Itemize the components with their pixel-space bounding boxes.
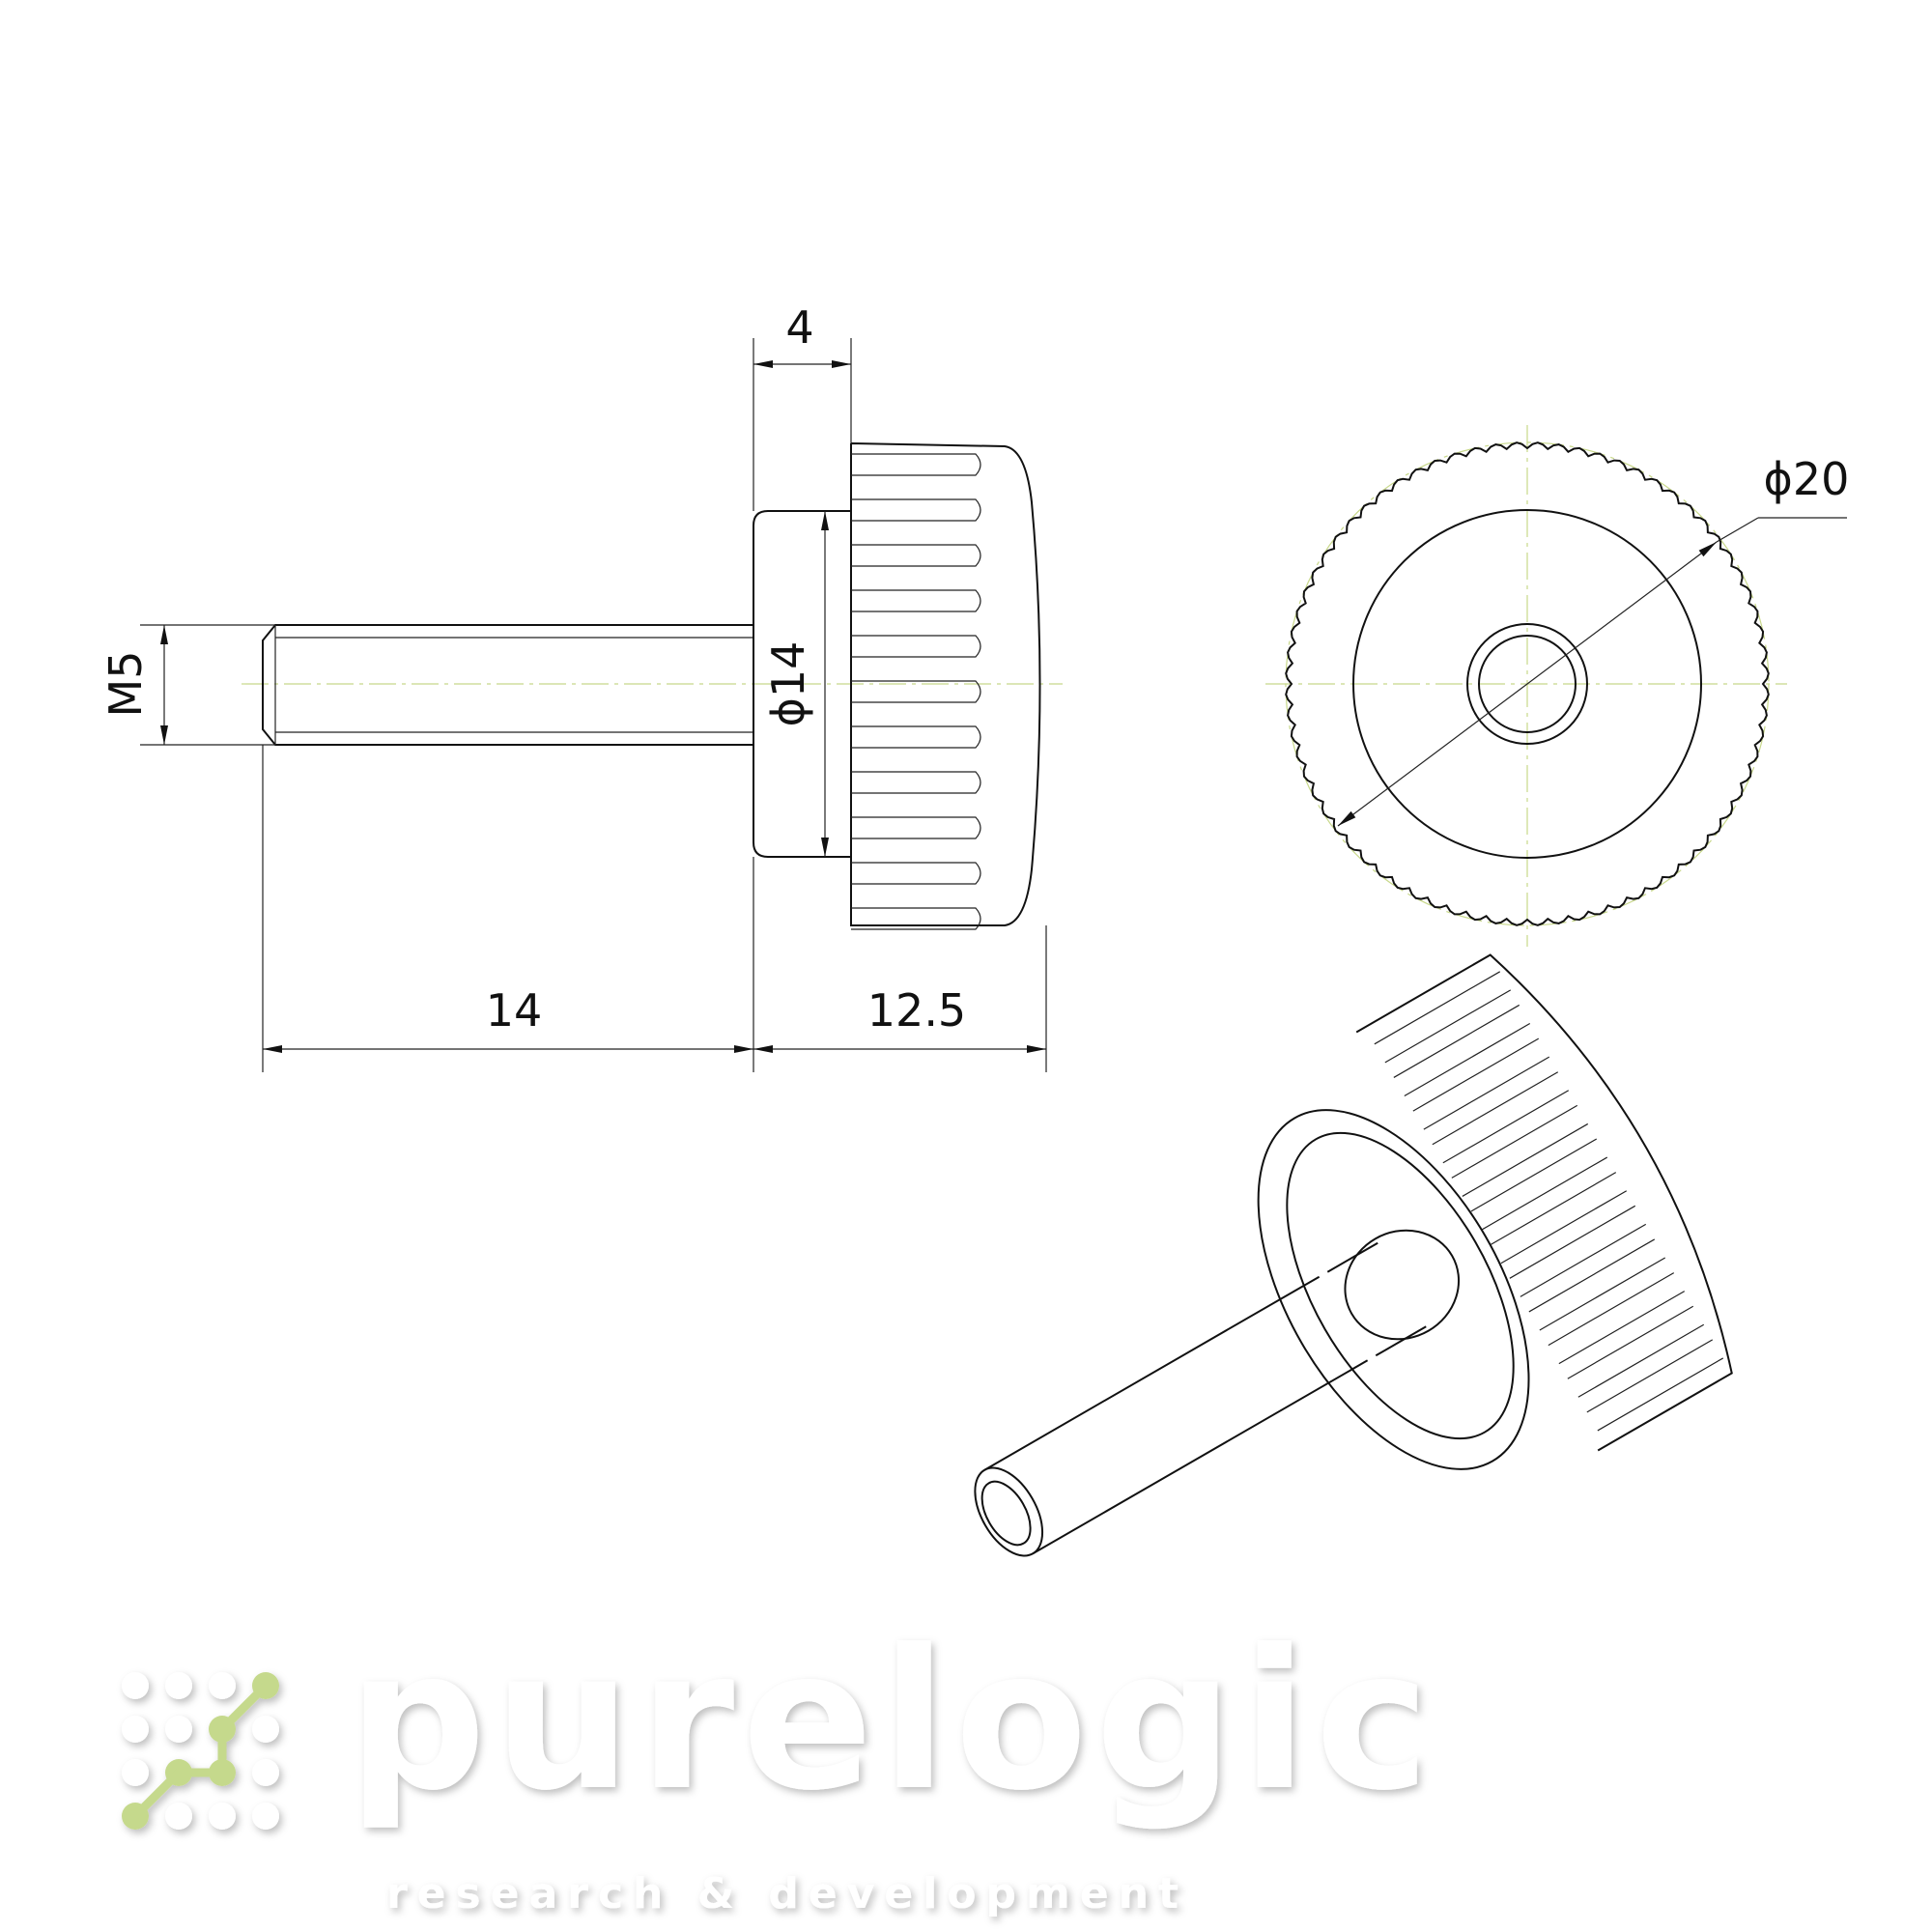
- iso-knurl-rib: [1567, 1305, 1705, 1398]
- logo-dot: [122, 1672, 149, 1699]
- iso-knurl-head: [1355, 953, 1733, 1452]
- dim-label-m5: M5: [99, 651, 152, 718]
- iso-knurl-rib: [1509, 1205, 1647, 1297]
- iso-shaft: [983, 1275, 1369, 1555]
- knurl-ribs: [851, 453, 981, 930]
- logo-icon: [122, 1672, 279, 1830]
- iso-knurl-rib: [1548, 1272, 1686, 1365]
- logo-dot: [252, 1716, 279, 1743]
- knurl-rib: [851, 498, 981, 522]
- iso-knurl-rib: [1451, 1104, 1589, 1197]
- dim-label-phi20: ϕ20: [1764, 453, 1850, 505]
- logo-line: [131, 1682, 270, 1820]
- logo-dot: [122, 1759, 149, 1786]
- knurl-outline: [1285, 441, 1770, 926]
- logo-dot: [122, 1716, 149, 1743]
- logo-dot: [209, 1672, 236, 1699]
- logo-dot: [165, 1672, 192, 1699]
- watermark-tagline: research & development: [386, 1869, 1188, 1918]
- iso-knurl-rib: [1586, 1339, 1724, 1432]
- knurl-rib: [851, 544, 981, 567]
- iso-collar-outer: [1257, 1109, 1530, 1470]
- dim-label-4: 4: [785, 301, 813, 354]
- collar: [753, 510, 851, 858]
- purelogic-watermark: purelogic research & development: [122, 1608, 1437, 1918]
- dimension-collar-diameter: ϕ14: [762, 511, 829, 857]
- logo-dot: [209, 1803, 236, 1830]
- side-view: [242, 442, 1063, 930]
- knurl-rib: [851, 589, 981, 612]
- dim-label-14: 14: [486, 984, 543, 1037]
- knurl-rib: [851, 680, 981, 703]
- knurl-rib: [851, 453, 981, 476]
- front-view: ϕ20: [1265, 425, 1849, 947]
- iso-knurl-rib: [1432, 1071, 1570, 1164]
- knurl-rib: [851, 635, 981, 658]
- logo-dot: [252, 1803, 279, 1830]
- iso-knurl-rib: [1490, 1172, 1628, 1264]
- knurl-rib: [851, 816, 981, 839]
- knurled-head: [850, 442, 1041, 926]
- dimension-head-width: 4: [753, 301, 852, 511]
- threaded-shaft: [262, 624, 754, 746]
- knurl-rib: [851, 725, 981, 749]
- iso-knurl-rib: [1374, 971, 1512, 1064]
- dimension-thread: M5: [99, 624, 275, 746]
- logo-dot: [165, 1716, 192, 1743]
- isometric-view: [974, 953, 1733, 1557]
- logo-dot: [165, 1803, 192, 1830]
- knurl-rib: [851, 907, 981, 930]
- dim-label-12-5: 12.5: [867, 984, 966, 1037]
- dimension-lengths: 14 12.5: [262, 745, 1047, 1072]
- iso-knurl-rib: [1528, 1238, 1666, 1331]
- watermark-brand: purelogic: [348, 1608, 1437, 1833]
- iso-knurl-rib: [1393, 1004, 1531, 1097]
- knurl-rib: [851, 862, 981, 885]
- iso-knurl-rib: [1412, 1037, 1550, 1130]
- dim-label-phi14: ϕ14: [762, 641, 814, 727]
- knurl-rib: [851, 771, 981, 794]
- iso-knurl-rib: [1470, 1138, 1608, 1231]
- logo-dot: [252, 1759, 279, 1786]
